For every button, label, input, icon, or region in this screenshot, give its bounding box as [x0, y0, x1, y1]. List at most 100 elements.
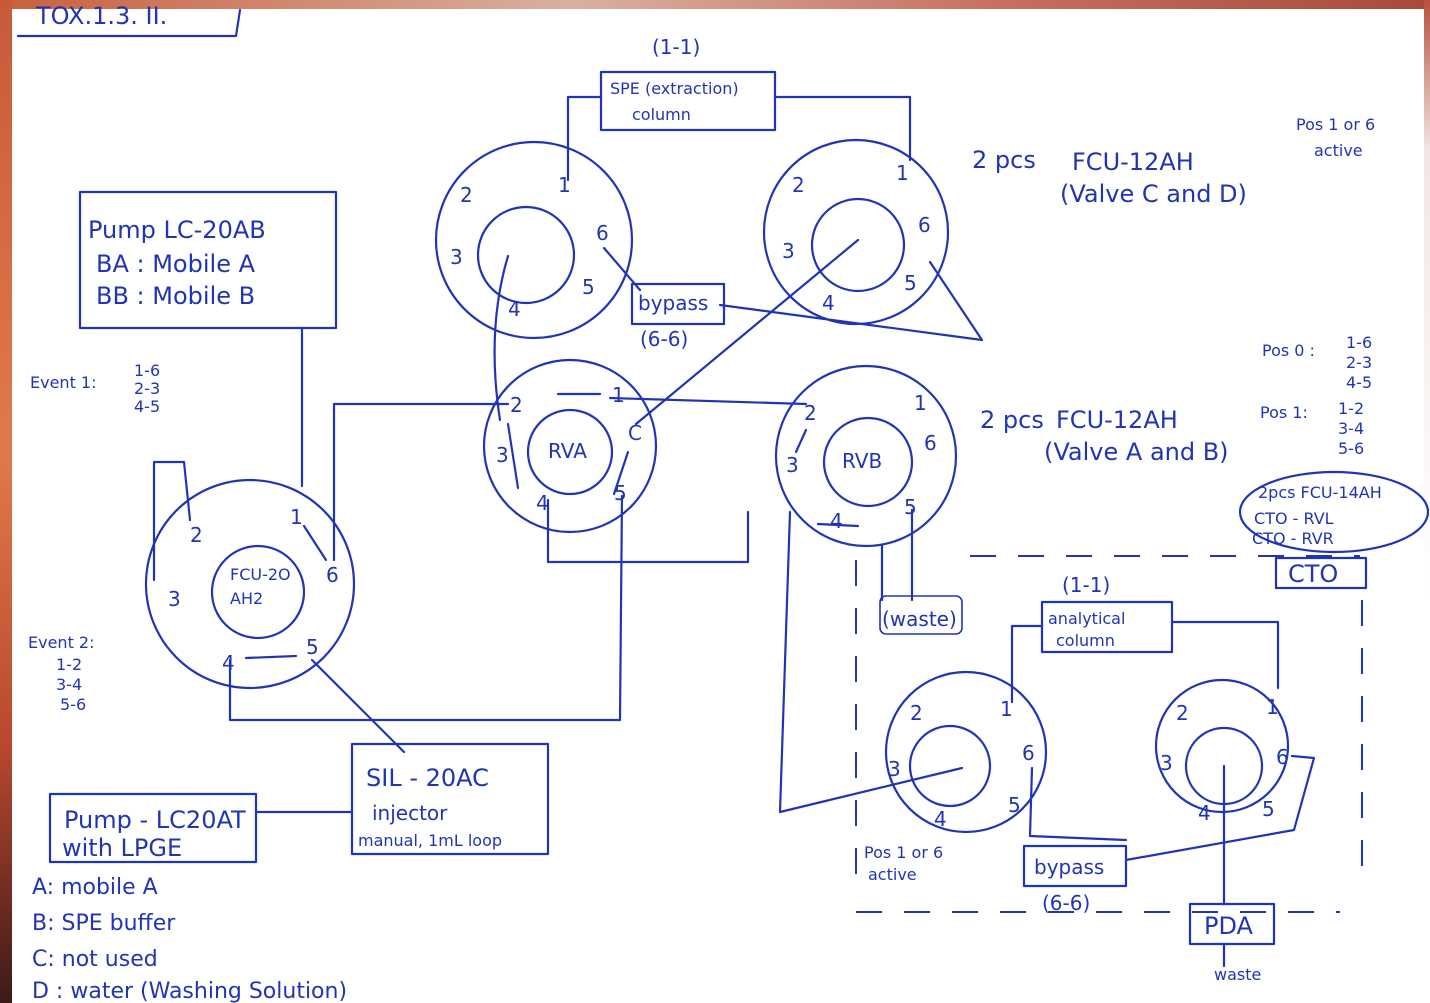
- svg-text:1-2: 1-2: [56, 655, 82, 674]
- svg-text:2: 2: [190, 523, 203, 547]
- valve-c: 2 1 6 5 4 3: [434, 140, 634, 340]
- svg-text:manual, 1mL loop: manual, 1mL loop: [358, 831, 502, 850]
- rvb-label: RVB: [842, 449, 882, 473]
- svg-text:4: 4: [822, 291, 835, 315]
- svg-text:6: 6: [596, 221, 609, 245]
- svg-text:4: 4: [934, 807, 947, 831]
- svg-text:1: 1: [1000, 697, 1013, 721]
- pump-ab-line1: Pump LC-20AB: [88, 216, 266, 244]
- svg-text:with LPGE: with LPGE: [62, 834, 182, 862]
- valve-rvb: RVB 2 1 6 5 4 3: [774, 364, 958, 548]
- svg-text:1-2: 1-2: [1338, 399, 1364, 418]
- svg-text:6: 6: [924, 431, 937, 455]
- event2-note: Event 2: 1-2 3-4 5-6: [28, 633, 95, 714]
- position-table: Pos 0 : 1-6 2-3 4-5 Pos 1: 1-2 3-4 5-6: [1260, 333, 1372, 458]
- svg-text:3-4: 3-4: [1338, 419, 1364, 438]
- svg-text:6: 6: [918, 213, 931, 237]
- svg-text:D : water (Washing Solution): D : water (Washing Solution): [32, 979, 347, 1003]
- header-label: TOX.1.3. II.: [35, 2, 167, 30]
- analytical-column-box: (1-1) analytical column: [1010, 573, 1280, 704]
- column-valve-left: 2 1 6 5 4 3: [778, 510, 1128, 842]
- valve-rva: RVA 2 1 C 5 4 3: [482, 254, 658, 534]
- spe-column-line2: column: [632, 105, 691, 124]
- svg-text:2: 2: [910, 701, 923, 725]
- sil-20ac-box: SIL - 20AC injector manual, 1mL loop: [254, 658, 550, 856]
- svg-text:5: 5: [582, 275, 595, 299]
- svg-text:5-6: 5-6: [1338, 439, 1364, 458]
- cto-box: CTO: [1274, 556, 1368, 590]
- line-d-to-rva: [634, 238, 860, 426]
- svg-text:5: 5: [614, 481, 627, 505]
- svg-text:Pos 1:: Pos 1:: [1260, 403, 1308, 422]
- spe-column-line1: SPE (extraction): [610, 79, 739, 98]
- bypass-top-sub: (6-6): [640, 327, 688, 351]
- svg-text:2pcs FCU-14AH: 2pcs FCU-14AH: [1258, 483, 1382, 502]
- svg-text:column: column: [1056, 631, 1115, 650]
- svg-text:3: 3: [168, 587, 181, 611]
- pump-lc20at-box: Pump - LC20AT with LPGE: [48, 792, 258, 864]
- svg-text:5: 5: [1262, 797, 1275, 821]
- bypass-top-label: bypass: [638, 291, 708, 315]
- svg-text:Event 2:: Event 2:: [28, 633, 95, 652]
- svg-text:4: 4: [1198, 801, 1211, 825]
- svg-text:3: 3: [786, 453, 799, 477]
- pda-detector-box: PDA waste: [1188, 902, 1276, 984]
- line-rva-to-fcu: [332, 402, 510, 562]
- spe-column-box: (1-1) SPE (extraction) column: [566, 35, 912, 182]
- valve-ab-desc: (Valve A and B): [1044, 438, 1229, 466]
- pump-ab-line2: BA : Mobile A: [96, 250, 256, 278]
- rva-label: RVA: [548, 439, 587, 463]
- valve-cd-pos-line2: active: [1314, 141, 1363, 160]
- svg-text:1: 1: [914, 391, 927, 415]
- valve-cd-note: 2 pcs FCU-12AH (Valve C and D) Pos 1 or …: [972, 115, 1375, 208]
- valve-cd-desc: (Valve C and D): [1060, 180, 1247, 208]
- valve-cd-pos-line1: Pos 1 or 6: [1296, 115, 1375, 134]
- svg-text:2: 2: [804, 401, 817, 425]
- valve-cd-qty: 2 pcs: [972, 146, 1036, 174]
- cto-oven-enclosure: [855, 555, 1363, 913]
- svg-text:1: 1: [896, 161, 909, 185]
- svg-text:6: 6: [1022, 741, 1035, 765]
- svg-text:analytical: analytical: [1048, 609, 1125, 628]
- svg-text:Event 1:: Event 1:: [30, 373, 97, 392]
- svg-text:4-5: 4-5: [1346, 373, 1372, 392]
- svg-text:C: not used: C: not used: [32, 947, 158, 972]
- svg-text:1: 1: [612, 383, 625, 407]
- photo-edge-top: [0, 0, 1430, 9]
- svg-text:4: 4: [508, 297, 521, 321]
- pump-lc20ab-box: Pump LC-20AB BA : Mobile A BB : Mobile B: [78, 190, 338, 488]
- svg-text:3: 3: [782, 239, 795, 263]
- svg-text:5: 5: [904, 271, 917, 295]
- svg-text:2-3: 2-3: [134, 379, 160, 398]
- svg-text:3: 3: [888, 757, 901, 781]
- svg-text:2: 2: [792, 173, 805, 197]
- svg-text:2: 2: [1176, 701, 1189, 725]
- svg-text:5: 5: [306, 635, 319, 659]
- svg-text:4-5: 4-5: [134, 397, 160, 416]
- pos-bottom-note: Pos 1 or 6 active: [864, 843, 943, 884]
- svg-text:waste: waste: [1214, 965, 1261, 984]
- bypass-top: bypass (6-6): [602, 246, 726, 351]
- svg-text:1: 1: [558, 173, 571, 197]
- svg-text:1-6: 1-6: [1346, 333, 1372, 352]
- svg-text:1: 1: [1266, 695, 1279, 719]
- line-rva-to-rvb: [608, 396, 808, 406]
- svg-text:CTO - RVR: CTO - RVR: [1252, 529, 1334, 548]
- column-valve-right: 2 1 6 5 4 3: [1124, 678, 1316, 906]
- svg-text:B: SPE buffer: B: SPE buffer: [32, 911, 176, 936]
- svg-text:C: C: [628, 421, 642, 445]
- spe-column-index: (1-1): [652, 35, 700, 59]
- valve-ab-note: 2 pcs FCU-12AH (Valve A and B): [980, 406, 1229, 466]
- svg-text:4: 4: [536, 491, 549, 515]
- header-tag: TOX.1.3. II.: [16, 2, 242, 38]
- svg-text:5-6: 5-6: [60, 695, 86, 714]
- svg-text:bypass: bypass: [1034, 855, 1104, 879]
- valve-ab-qty: 2 pcs: [980, 406, 1044, 434]
- svg-text:A: mobile A: A: mobile A: [32, 875, 158, 900]
- event1-note: Event 1: 1-6 2-3 4-5: [30, 361, 160, 416]
- valve-cd-model: FCU-12AH: [1072, 148, 1194, 176]
- svg-text:PDA: PDA: [1204, 912, 1254, 940]
- svg-text:3-4: 3-4: [56, 675, 82, 694]
- svg-text:2-3: 2-3: [1346, 353, 1372, 372]
